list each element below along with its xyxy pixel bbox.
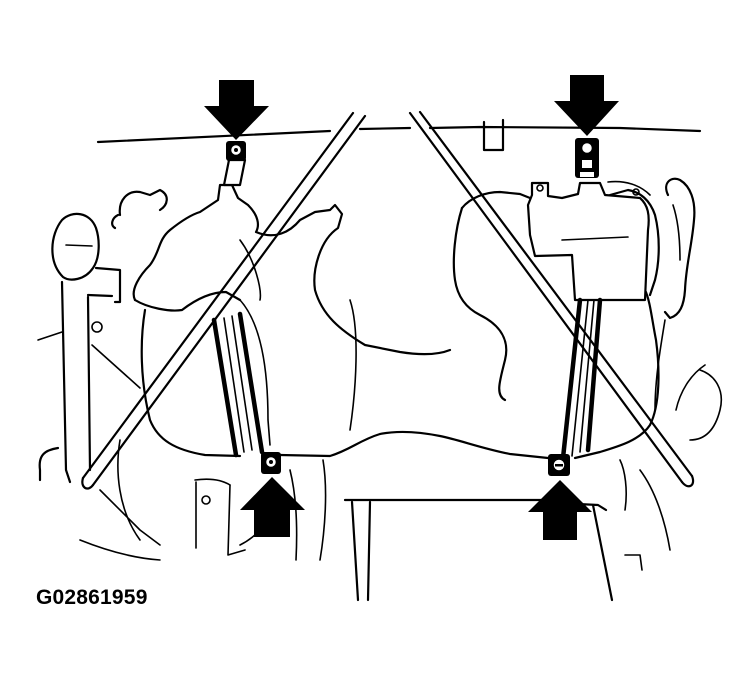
bottom-right-strap-bolt (548, 454, 570, 476)
top-right-strap-hanger (575, 138, 599, 178)
right-strap (560, 297, 603, 461)
upper-crossmember (96, 118, 702, 152)
arrow-down-top-right-icon (554, 75, 619, 136)
left-diagonal-brace (81, 111, 367, 490)
left-strap (211, 311, 265, 458)
arrow-down-top-left-icon (204, 80, 269, 140)
fuel-tank (132, 180, 660, 460)
arrow-up-bottom-right-icon (528, 480, 592, 540)
top-left-strap-hanger (222, 141, 247, 187)
left-frame-structure (37, 188, 168, 561)
right-diagonal-brace (408, 110, 695, 488)
arrow-up-bottom-left-icon (240, 477, 305, 537)
figure-id-caption: G02861959 (36, 586, 148, 609)
right-heat-shield (526, 177, 722, 441)
bottom-left-strap-bolt (261, 452, 281, 474)
